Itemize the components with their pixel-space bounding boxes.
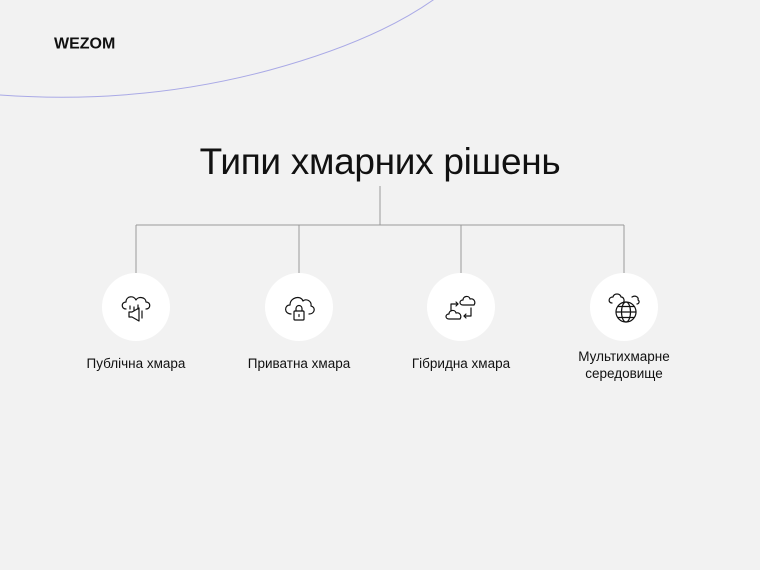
node-label: Публічна хмара: [86, 356, 186, 371]
node-multi-cloud: Мультихмарне середовище: [549, 273, 699, 389]
page-title: Типи хмарних рішень: [199, 141, 561, 182]
node-circle: [265, 273, 333, 341]
node-label: Гібридна хмара: [411, 356, 511, 371]
node-label: Приватна хмара: [247, 356, 351, 371]
node-circle: [590, 273, 658, 341]
node-label: Мультихмарне середовище: [578, 349, 670, 381]
node-public-cloud: Публічна хмара: [61, 273, 211, 372]
wezom-logo: WEZOM: [54, 36, 115, 53]
globe-cloud-icon: [608, 293, 640, 323]
node-private-cloud: Приватна хмара: [224, 273, 374, 372]
cloud-megaphone-icon: [121, 296, 151, 322]
cloud-lock-icon: [285, 296, 315, 321]
node-circle: [427, 273, 495, 341]
hybrid-cloud-icon: [445, 295, 476, 320]
svg-text:WEZOM: WEZOM: [54, 36, 115, 53]
node-circle: [102, 273, 170, 341]
node-hybrid-cloud: Гібридна хмара: [386, 273, 536, 372]
